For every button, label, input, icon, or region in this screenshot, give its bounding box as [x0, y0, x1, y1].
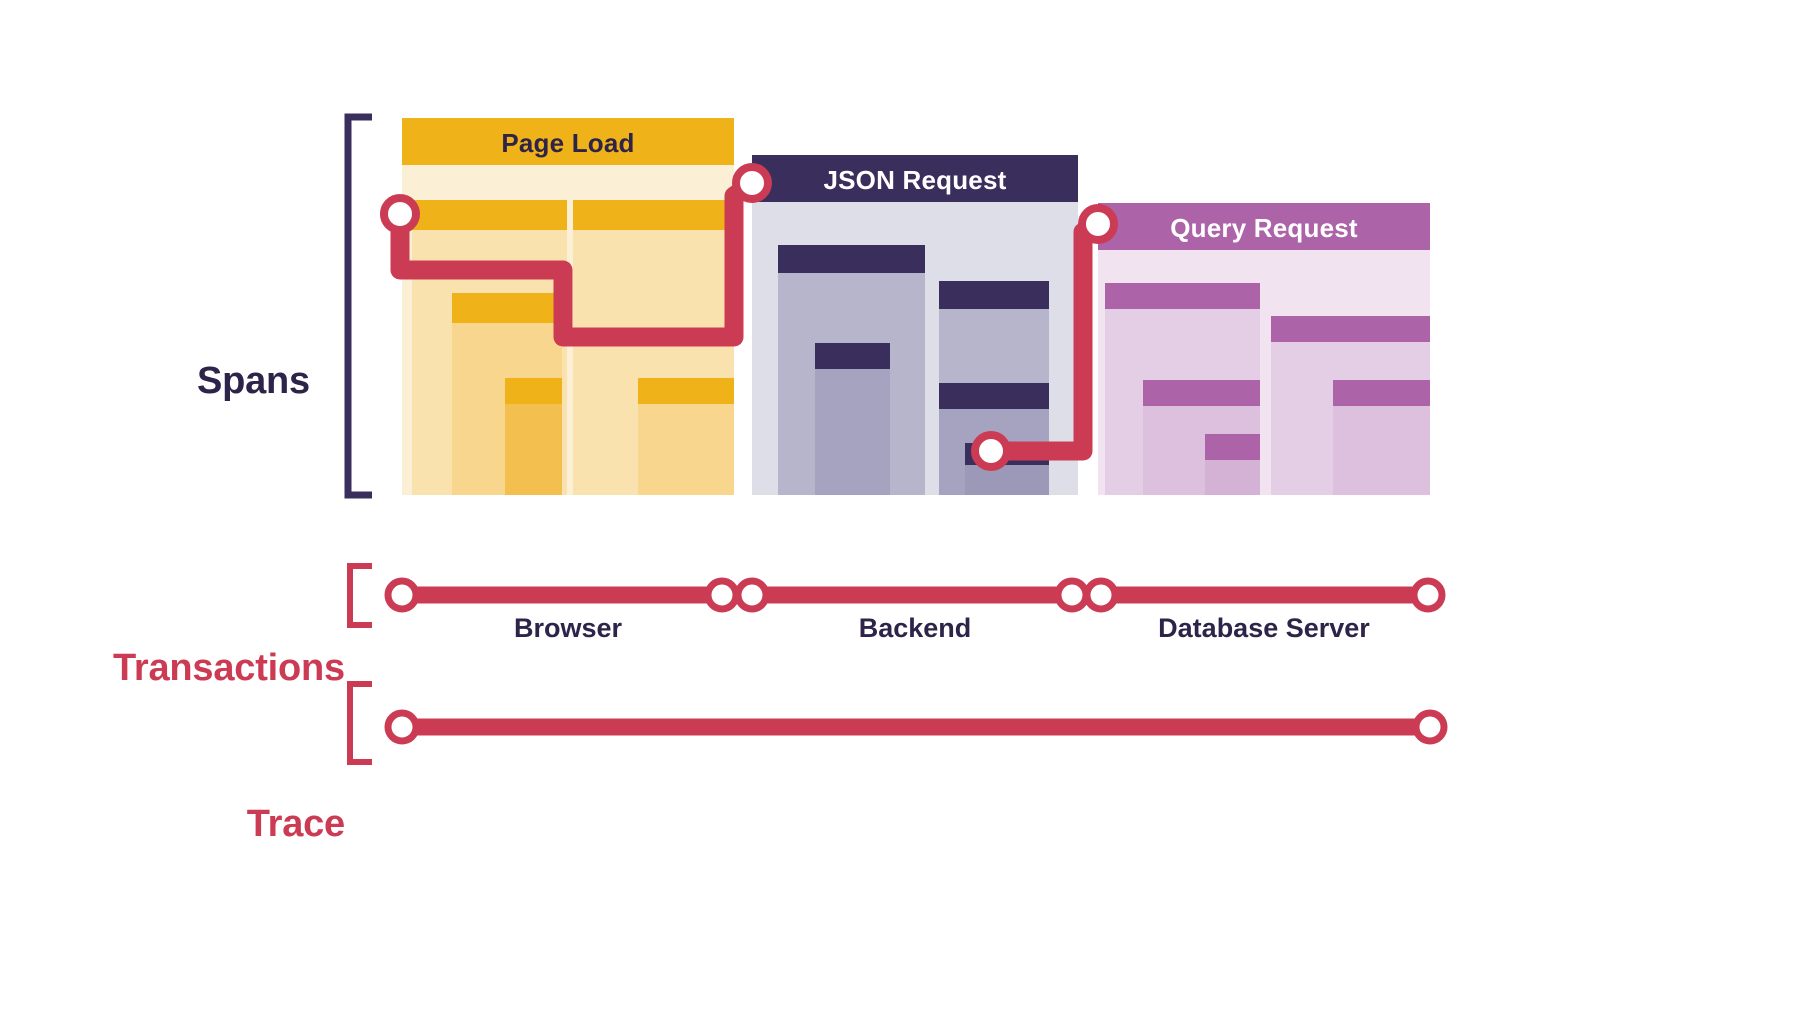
node-backend-entry-span — [732, 163, 772, 203]
spans-bracket — [344, 113, 372, 499]
transaction-browser-end-node[interactable] — [704, 577, 740, 613]
database-span-3-header — [1205, 434, 1260, 460]
database-span-5-header — [1333, 380, 1430, 406]
node-backend-db-call-span — [971, 431, 1011, 471]
transaction-database-start-node[interactable] — [1083, 577, 1119, 613]
connector-browser-to-backend — [390, 173, 762, 347]
trace-timeline — [384, 709, 1448, 745]
browser-span-2-header — [452, 293, 562, 323]
backend-span-4-header — [939, 383, 1049, 409]
transaction-backend-start-node[interactable] — [734, 577, 770, 613]
row-label-spans: Spans — [196, 360, 310, 402]
service-label-database: Database Server — [1158, 613, 1370, 643]
row-label-trace: Trace — [246, 803, 346, 845]
service-label-browser: Browser — [513, 613, 623, 643]
backend-transaction-header — [752, 155, 1078, 202]
service-label-backend: Backend — [858, 613, 972, 643]
browser-transaction-header — [402, 118, 734, 165]
browser-span-3-header — [505, 378, 562, 404]
database-span-4-header — [1271, 316, 1430, 342]
trace-end-node[interactable] — [1412, 709, 1448, 745]
browser-span-1-header — [412, 200, 567, 230]
trace-bracket — [347, 681, 372, 765]
panel-title-page-load: Page Load — [501, 128, 635, 158]
node-database-root-span — [1078, 204, 1118, 244]
row-label-transactions: Transactions — [112, 647, 345, 689]
node-browser-root-span — [380, 194, 420, 234]
backend-span-2-header — [815, 343, 890, 369]
panel-browser — [402, 118, 734, 495]
database-span-2-header — [1143, 380, 1260, 406]
database-transaction-header — [1098, 203, 1430, 250]
backend-span-1-header — [778, 245, 925, 273]
transactions-bracket — [347, 563, 372, 628]
browser-span-5-header — [638, 378, 734, 404]
connector-nodes — [380, 163, 1118, 471]
panel-title-query-request: Query Request — [1170, 213, 1358, 243]
browser-span-4-header — [573, 200, 734, 230]
trace-start-node[interactable] — [384, 709, 420, 745]
panel-database — [1098, 203, 1430, 495]
transaction-browser-start-node[interactable] — [384, 577, 420, 613]
transactions-timeline — [384, 577, 1446, 613]
transaction-backend-end-node[interactable] — [1054, 577, 1090, 613]
backend-span-3-header — [939, 281, 1049, 309]
panel-title-json-request: JSON Request — [823, 165, 1007, 195]
database-span-1-header — [1105, 283, 1260, 309]
transaction-database-end-node[interactable] — [1410, 577, 1446, 613]
